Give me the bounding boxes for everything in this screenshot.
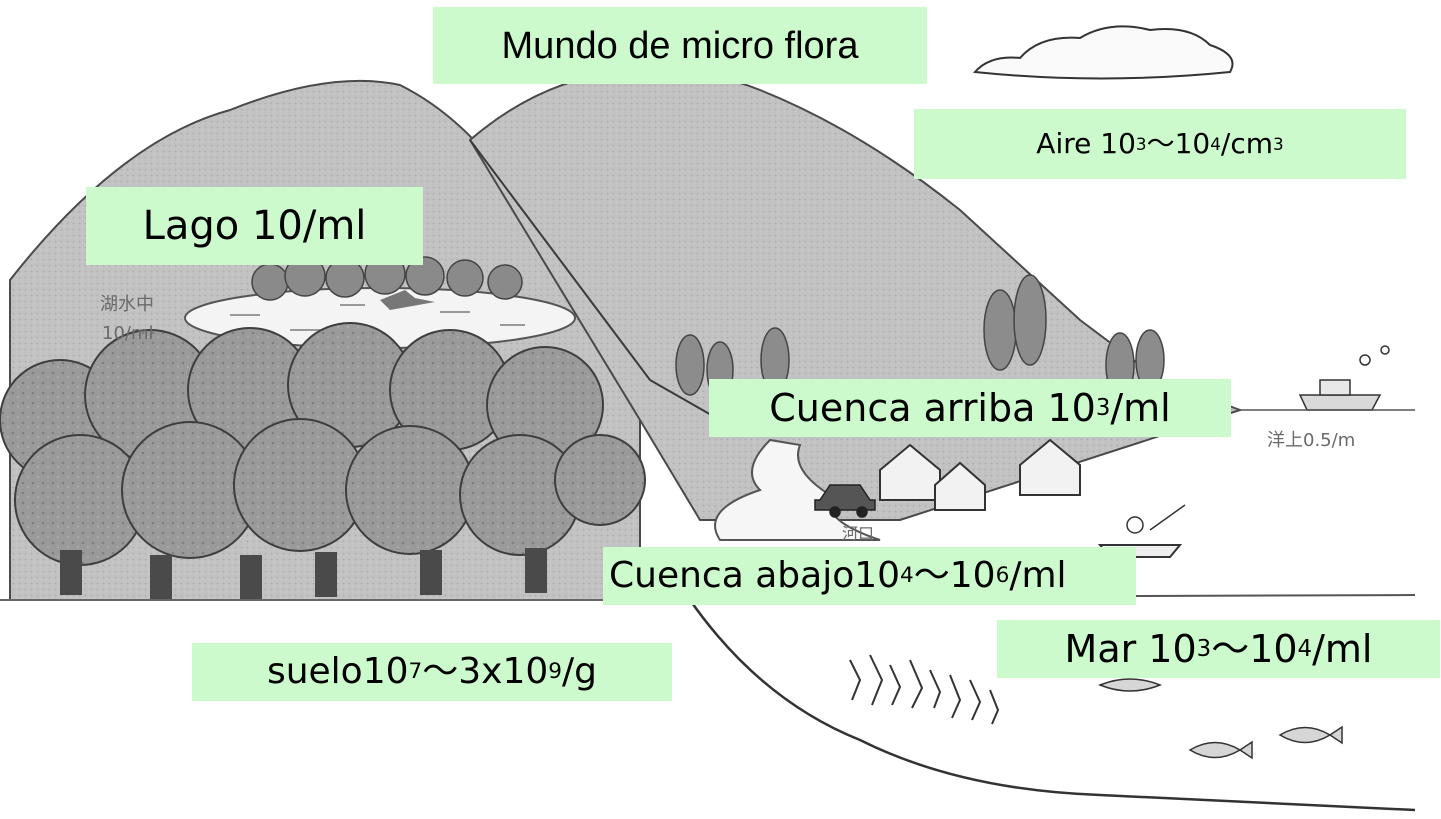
houses	[879, 438, 1081, 511]
seaweed	[849, 654, 1000, 725]
car	[814, 484, 876, 518]
fish	[1097, 678, 1343, 760]
diagram-title: Mundo de micro flora	[433, 7, 927, 84]
lake-jp-label-2: 10/ml	[102, 323, 154, 344]
forest	[0, 322, 646, 566]
river-mouth-jp-label: 河口	[842, 524, 875, 543]
lake-label: Lago 10/ml	[86, 187, 423, 265]
ship	[1298, 345, 1390, 411]
lake-jp-label-1: 湖水中	[100, 294, 154, 315]
ocean-jp-label: 洋上0.5/m	[1267, 430, 1356, 451]
river	[714, 438, 881, 541]
cloud	[972, 25, 1234, 80]
